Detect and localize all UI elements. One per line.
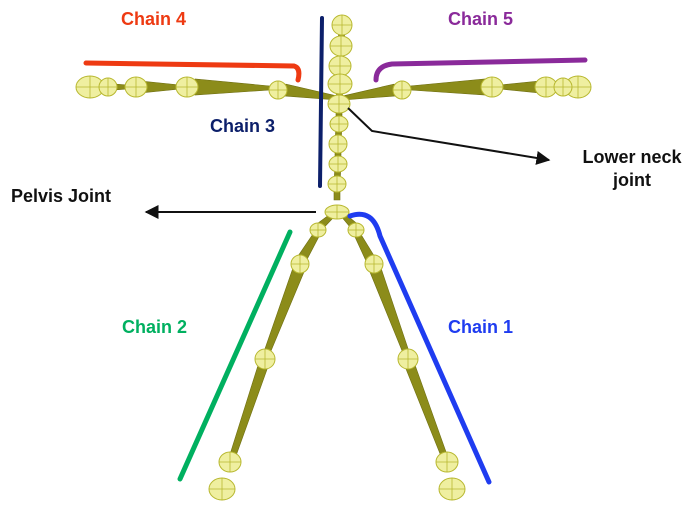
left-shin-bone bbox=[228, 361, 270, 460]
left-hip-lower-joint bbox=[290, 254, 310, 274]
chain-1-label: Chain 1 bbox=[448, 317, 514, 337]
right-foot-joint bbox=[438, 477, 466, 501]
left-shoulder-joint bbox=[268, 80, 288, 100]
right-thigh-bone bbox=[367, 263, 411, 357]
right-shoulder-joint bbox=[392, 80, 412, 100]
chain-2-label: Chain 2 bbox=[122, 317, 188, 337]
chain-4-line bbox=[83, 60, 302, 83]
left-upper-arm-bone bbox=[194, 78, 271, 96]
head-top-joint bbox=[331, 14, 353, 36]
right-knee-joint bbox=[397, 348, 419, 370]
chain-3-line bbox=[318, 16, 324, 188]
right-hip-lower-joint bbox=[364, 254, 384, 274]
pelvis-joint bbox=[324, 204, 350, 220]
left-elbow-joint bbox=[175, 76, 199, 98]
chain-5-line bbox=[373, 57, 588, 83]
pelvis-joint-label: Pelvis Joint bbox=[11, 186, 112, 206]
left-hip-joint bbox=[309, 222, 327, 238]
chain-2-line bbox=[177, 229, 293, 482]
right-hand-joint-2 bbox=[553, 77, 573, 97]
spine-lower-joint bbox=[327, 175, 347, 193]
spine-mid-joint bbox=[328, 134, 348, 154]
right-forearm-bone bbox=[499, 80, 541, 94]
chain-5-label: Chain 5 bbox=[448, 9, 514, 29]
spine-joint bbox=[328, 155, 348, 173]
neck-joint bbox=[327, 73, 353, 95]
right-ankle-joint bbox=[435, 451, 459, 473]
skeleton-joints bbox=[75, 14, 592, 501]
lower-neck-joint bbox=[327, 94, 351, 114]
left-wrist-joint bbox=[124, 76, 148, 98]
chain-4-label: Chain 4 bbox=[121, 9, 187, 29]
chain-1-line bbox=[347, 211, 492, 485]
right-upper-arm-bone bbox=[409, 78, 486, 96]
left-hand-joint bbox=[75, 75, 105, 99]
neck-upper-joint bbox=[328, 55, 352, 77]
head-joint bbox=[329, 35, 353, 57]
right-elbow-joint bbox=[480, 76, 504, 98]
right-hip-joint bbox=[347, 222, 365, 238]
lower-neck-joint-arrow bbox=[347, 107, 551, 165]
chain-3-label: Chain 3 bbox=[210, 116, 276, 136]
left-hand-joint-2 bbox=[98, 77, 118, 97]
spine-upper-joint bbox=[329, 115, 349, 133]
left-knee-joint bbox=[254, 348, 276, 370]
left-ankle-joint bbox=[218, 451, 242, 473]
lower-neck-joint-label-line-2: joint bbox=[613, 170, 651, 190]
left-foot-joint bbox=[208, 477, 236, 501]
lower-neck-joint-label-line-1: Lower neck bbox=[582, 147, 682, 167]
